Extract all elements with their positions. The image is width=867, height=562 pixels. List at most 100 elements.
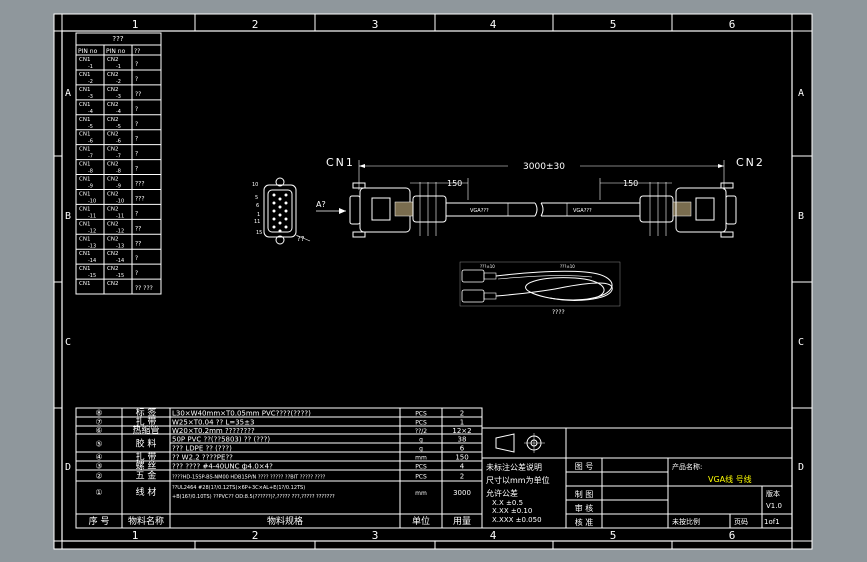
pin-label-15: 15 — [256, 230, 262, 236]
page-value: 1of1 — [764, 518, 780, 526]
bom-header-no: 序 号 — [89, 515, 110, 527]
zone-row-label: D — [798, 462, 804, 473]
pin-row-function: ?? — [135, 240, 141, 247]
pin-row-cn2-pin: -1 — [116, 64, 121, 70]
cn1-label: CN1 — [326, 156, 355, 169]
pin-row-cn2: CN2 — [107, 102, 118, 108]
pin-row-cn2: CN2 — [107, 72, 118, 78]
pin-row-cn2-pin: -5 — [116, 124, 121, 130]
pin-dot — [284, 201, 288, 205]
pin-row-cn1-pin: -11 — [88, 213, 96, 219]
pin-row-cn2-pin: -3 — [116, 94, 121, 100]
pin-label-11: 11 — [254, 219, 260, 225]
zone-column-label: 4 — [490, 529, 497, 542]
title-block: 未标注公差说明 尺寸以mm为单位 允许公差 X.X ±0.5 X.XX ±0.1… — [481, 427, 793, 529]
pin-row-function: ? — [135, 136, 138, 143]
pin-row-function: ?? — [135, 91, 141, 98]
bom-row-name: 扎 带 — [136, 416, 157, 428]
pin-row-cn2: CN2 — [107, 266, 118, 272]
zone-row-label: A — [798, 88, 804, 99]
bom-row-unit: PCS — [415, 420, 427, 427]
pin-label-5: 5 — [255, 195, 258, 201]
tolerance-header: 允许公差 — [486, 488, 518, 498]
pin-row-function: ? — [135, 255, 138, 262]
pin-dot — [284, 217, 288, 221]
pin-row-cn2: CN2 — [107, 206, 118, 212]
bom-row-spec: ??UL2464 #28(1?/0.12TS)×6P+3C×AL+E(1?/0.… — [172, 485, 305, 491]
pin-dot — [278, 213, 282, 217]
pin-dot — [272, 209, 276, 213]
pin-row-cn1-pin: -9 — [88, 184, 93, 190]
bom-row-spec: ??? LDPE ?? (???) — [172, 445, 232, 453]
pin-row-cn2: CN2 — [107, 177, 118, 183]
pin-label-6: 6 — [256, 203, 259, 209]
zone-column-label: 2 — [252, 529, 259, 542]
pin-row-cn2-pin: -10 — [116, 198, 124, 204]
pin-row-function: ? — [135, 166, 138, 173]
pin-row-cn2-pin: -8 — [116, 169, 121, 175]
pin-row-cn2-pin: -2 — [116, 79, 121, 85]
bom-row-spec: ??? ???? #4-40UNC ф4.0×4? — [172, 463, 273, 471]
pin-row-cn2: CN2 — [107, 221, 118, 227]
field-checked: 审 核 — [575, 503, 594, 513]
pin-row-function: ? — [135, 121, 138, 128]
zone-column-label: 6 — [729, 529, 736, 542]
pin-row-cn1: CN1 — [79, 57, 90, 63]
bom-row-name: 螺 丝 — [136, 460, 157, 472]
pin-row-cn1: CN1 — [79, 102, 90, 108]
coil-dim-right: ???±10 — [560, 264, 575, 269]
pin-dot — [272, 225, 276, 229]
pin-row-function: ? — [135, 106, 138, 113]
pin-row-cn2: CN2 — [107, 251, 118, 257]
bom-row-qty: 2 — [460, 473, 464, 481]
bom-row-spec: ?? W2.2 ????PE?? — [172, 454, 233, 462]
zone-column-label: 6 — [729, 18, 736, 31]
bom-header-unit: 单位 — [412, 515, 430, 527]
bom-row-no: ⑤ — [95, 440, 102, 449]
pin-row-function: ? — [135, 210, 138, 217]
pin-dot — [284, 225, 288, 229]
zone-column-label: 1 — [132, 529, 139, 542]
bom-row-unit: PCS — [415, 464, 427, 471]
pin-row-cn1: CN1 — [79, 162, 90, 168]
pin-row-cn2: CN2 — [107, 132, 118, 138]
pin-row-cn1-pin: -15 — [88, 273, 96, 279]
bom-row-qty: 1 — [460, 419, 464, 427]
pin-row-cn2: CN2 — [107, 236, 118, 242]
bom-row-no: ② — [95, 472, 102, 481]
bom-row-qty: 150 — [455, 454, 468, 462]
bom-row-unit: mm — [415, 455, 427, 462]
pin-row-cn1: CN1 — [79, 132, 90, 138]
bom-header-qty: 用量 — [453, 516, 471, 527]
field-drawing-no: 图 号 — [575, 462, 594, 471]
bom-row-name: 热缩管 — [132, 424, 159, 436]
pin-dot — [284, 193, 288, 197]
pin-row-cn1-pin: -5 — [88, 124, 93, 130]
projection-symbol — [495, 433, 545, 453]
right-strip-dimension: 150 — [623, 179, 638, 188]
pin-header-3: ?? — [134, 48, 140, 55]
product-name: VGA线 号线 — [708, 474, 752, 484]
pin-row-function: ? — [135, 76, 138, 83]
tolerance-3: X.XXX ±0.050 — [492, 516, 542, 524]
pin-row-cn2: CN2 — [107, 147, 118, 153]
right-connector — [639, 182, 737, 238]
field-approved: 核 准 — [575, 517, 594, 527]
pin-row-cn2-pin: -14 — [116, 258, 124, 264]
pin-dot — [278, 221, 282, 225]
bom-row-unit: ??/2 — [415, 428, 427, 435]
pin-row-cn2: CN2 — [107, 57, 118, 63]
pin-row-cn1-pin: -10 — [88, 198, 96, 204]
pin-dot — [284, 209, 288, 213]
pin-dot — [278, 229, 282, 233]
pin-header-2: PIN no — [106, 48, 126, 55]
pin-header-1: PIN no — [78, 48, 98, 55]
pin-label-1: 1 — [257, 212, 260, 218]
pin-row-cn2-pin: -6 — [116, 139, 121, 145]
pin-row-cn1-pin: -2 — [88, 79, 93, 85]
bom-row-name: 五 金 — [136, 470, 157, 482]
pin-row-cn1-pin: -12 — [88, 228, 96, 234]
cable-label-right: VGA??? — [573, 208, 592, 214]
coil-label: ???? — [552, 309, 565, 316]
